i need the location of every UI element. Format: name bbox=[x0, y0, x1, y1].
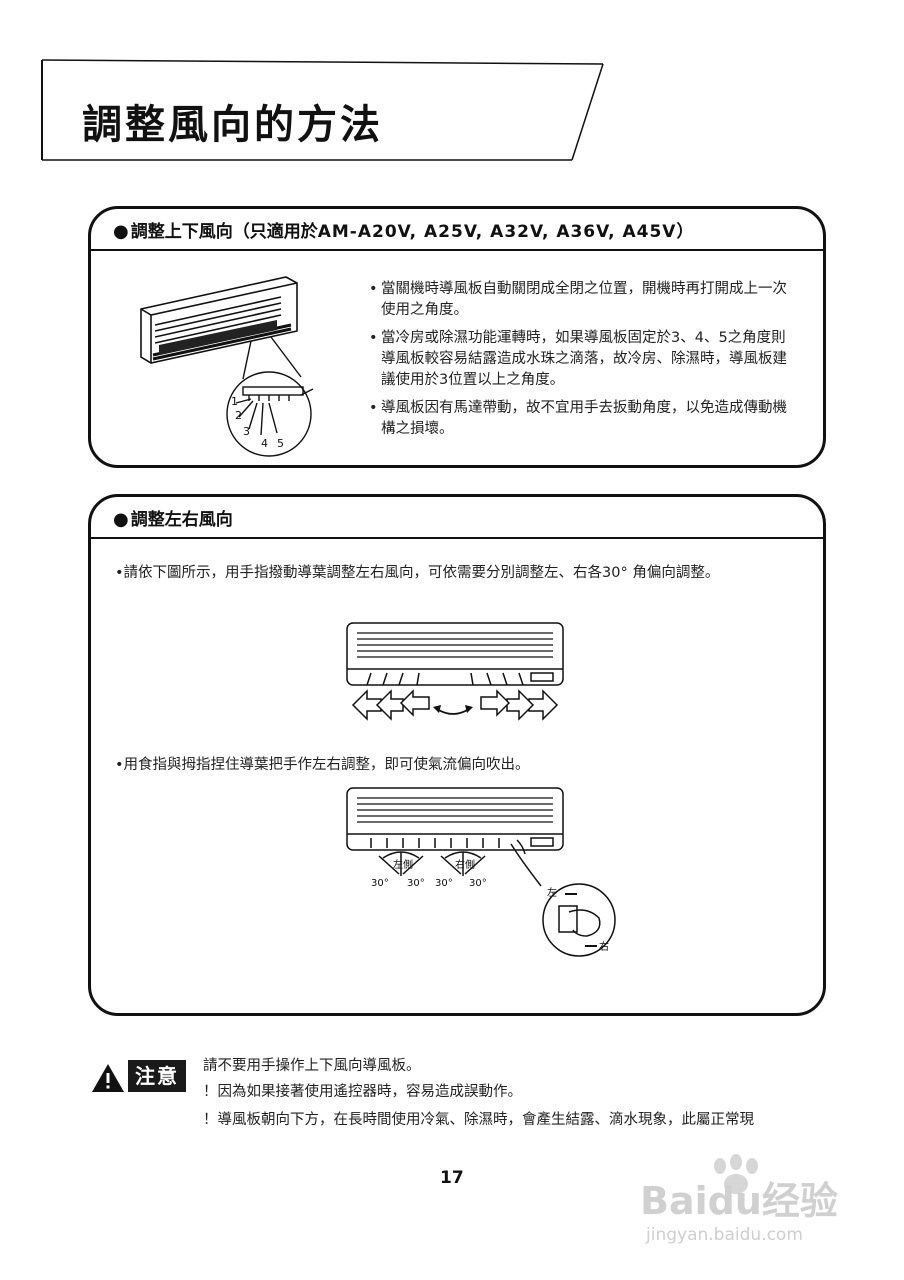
angle-label: 30° bbox=[435, 878, 453, 889]
instruction-item: 導風板因有馬達帶動，故不宜用手去扳動角度，以免造成傳動機構之損壞。 bbox=[369, 398, 799, 440]
section-vertical-airflow: ●調整上下風向（只適用於AM-A20V, A25V, A32V, A36V, A… bbox=[88, 206, 826, 468]
ac-vane-airflow-diagram bbox=[346, 622, 564, 721]
louver-position-1: 1 bbox=[231, 395, 238, 408]
louver-position-4: 4 bbox=[261, 437, 268, 450]
angle-label: 30° bbox=[407, 878, 425, 889]
caution-text: ！因為如果接著使用遙控器時，容易造成誤動作。 bbox=[203, 1084, 522, 1100]
hand-left-label: 左 bbox=[547, 886, 557, 899]
page-title: 調整風向的方法 bbox=[82, 102, 383, 148]
ac-vane-angle-diagram: 左側 右側 30° 30° 30° 30° 左 右 bbox=[346, 787, 616, 957]
heading-divider bbox=[91, 537, 823, 539]
model-list: AM-A20V, A25V, A32V, A36V, A45V） bbox=[317, 222, 695, 242]
section-heading: ●調整左右風向 bbox=[113, 505, 233, 530]
angle-label: 30° bbox=[469, 878, 487, 889]
ac-louver-diagram: 1 2 3 4 5 bbox=[140, 276, 314, 457]
angle-label: 30° bbox=[371, 878, 389, 889]
heading-text: 調整左右風向 bbox=[130, 510, 233, 530]
hand-right-label: 右 bbox=[599, 940, 609, 953]
louver-position-5: 5 bbox=[277, 437, 284, 450]
caution-text: ！導風板朝向下方，在長時間使用冷氣、除濕時，會產生結露、滴水現象，此屬正常現 bbox=[203, 1112, 754, 1128]
left-side-label: 左側 bbox=[393, 858, 413, 871]
watermark-url: jingyan.baidu.com bbox=[645, 1225, 803, 1245]
instruction-list: 當關機時導風板自動關閉成全閉之位置，開機時再打開成上一次使用之角度。 當冷房或除… bbox=[369, 279, 799, 447]
instruction-text: •用食指與拇指捏住導葉把手作左右調整，即可使氣流偏向吹出。 bbox=[115, 757, 530, 773]
watermark-brand: Baidu经验 bbox=[640, 1179, 838, 1223]
title-banner bbox=[41, 59, 604, 161]
right-side-label: 右側 bbox=[455, 858, 475, 871]
instruction-item: 當冷房或除濕功能運轉時，如果導風板固定於3、4、5之角度則導風板較容易結露造成水… bbox=[369, 328, 799, 391]
louver-position-3: 3 bbox=[243, 425, 250, 438]
bullet-dot: ● bbox=[113, 509, 129, 530]
heading-text: 調整上下風向（只適用於 bbox=[130, 222, 318, 242]
louver-position-2: 2 bbox=[235, 409, 242, 422]
caution-text: 請不要用手操作上下風向導風板。 bbox=[203, 1058, 421, 1074]
instruction-text: •請依下圖所示，用手指撥動導葉調整左右風向，可依需要分別調整左、右各30° 角偏… bbox=[115, 565, 720, 581]
baidu-watermark-logo: Baidu经验 jingyan.baidu.com bbox=[640, 1154, 838, 1245]
caution-label: 注意 bbox=[128, 1060, 186, 1092]
heading-divider bbox=[91, 249, 823, 251]
page-number: 17 bbox=[440, 1168, 464, 1188]
warning-icon bbox=[92, 1064, 124, 1092]
section-horizontal-airflow: ●調整左右風向 •請依下圖所示，用手指撥動導葉調整左右風向，可依需要分別調整左、… bbox=[88, 494, 826, 1016]
instruction-item: 當關機時導風板自動關閉成全閉之位置，開機時再打開成上一次使用之角度。 bbox=[369, 279, 799, 321]
section-heading: ●調整上下風向（只適用於AM-A20V, A25V, A32V, A36V, A… bbox=[113, 217, 694, 242]
bullet-dot: ● bbox=[113, 221, 129, 242]
